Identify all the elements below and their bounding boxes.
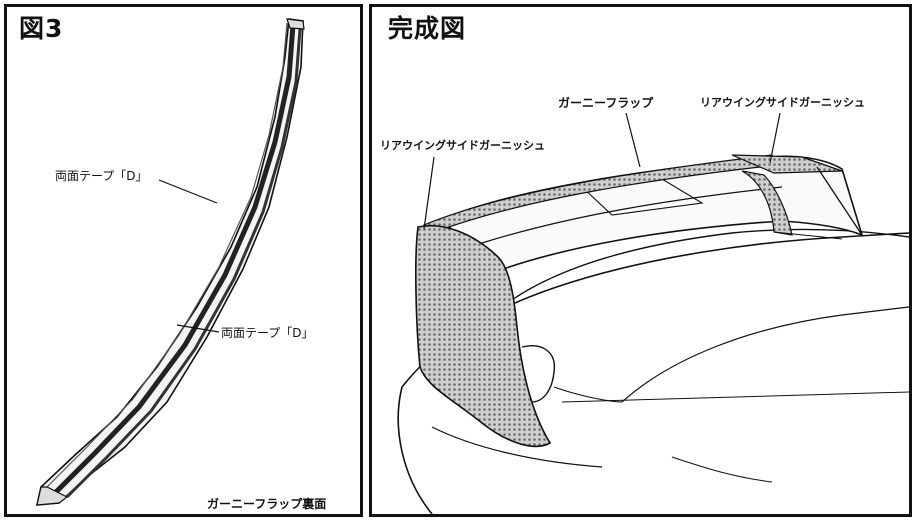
completed-car-drawing <box>397 112 909 514</box>
side-garnish-label-left: リアウイングサイドガーニッシュ <box>380 139 545 152</box>
gurney-flap-back-drawing <box>35 18 305 506</box>
leader-gurney <box>625 112 641 168</box>
leader-side-right <box>769 112 781 164</box>
leader-line-upper <box>158 179 218 204</box>
tape-label-lower: 両面テープ「D」 <box>221 326 314 340</box>
leader-side-left <box>423 156 435 230</box>
tape-label-upper: 両面テープ「D」 <box>55 169 148 183</box>
gurney-flap-back-caption: ガーニーフラップ裏面 <box>207 497 327 511</box>
figure-3-title: 図3 <box>19 14 64 43</box>
gurney-flap-label: ガーニーフラップ <box>558 96 654 110</box>
completed-view-title: 完成図 <box>388 14 467 43</box>
figure-3-panel: 図3 両面テープ「D」 両面テープ「D」 ガーニーフラップ裏面 <box>4 4 363 517</box>
completed-view-panel: 完成図 ガーニ <box>369 4 912 517</box>
side-garnish-label-right: リアウイングサイドガーニッシュ <box>700 96 865 109</box>
leader-line-lower <box>176 324 220 333</box>
